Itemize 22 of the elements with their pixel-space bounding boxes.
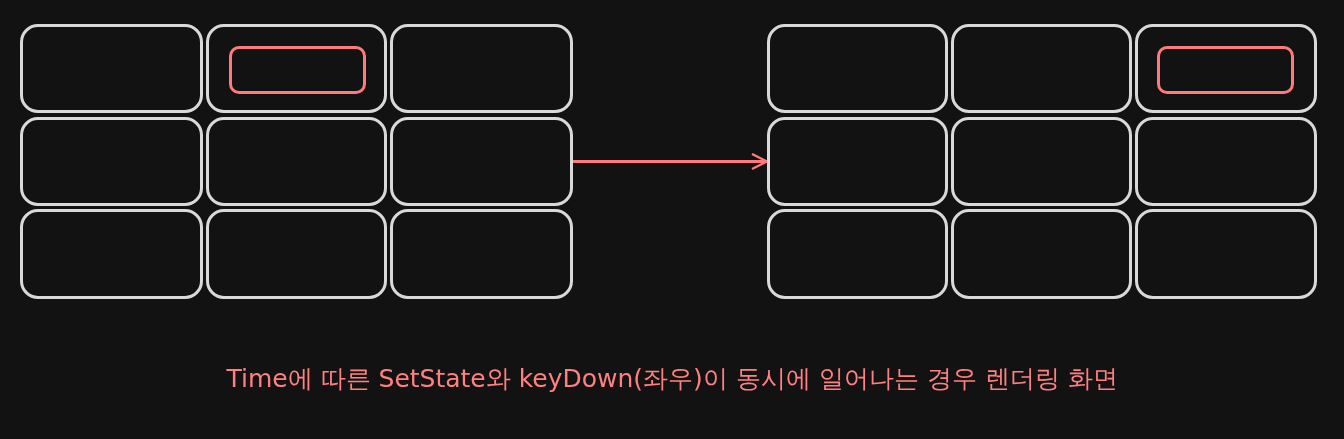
grid-cell <box>1135 117 1317 206</box>
grid-cell <box>390 209 573 299</box>
grid-cell <box>767 117 948 206</box>
highlight-box <box>1157 46 1294 94</box>
grid-cell <box>951 209 1132 299</box>
grid-cell <box>206 24 387 113</box>
arrow <box>571 152 769 171</box>
grid-cell <box>206 209 387 299</box>
caption: Time에 따른 SetState와 keyDown(좌우)이 동시에 일어나는 경우 렌더링 화면 <box>226 363 1118 395</box>
grid-cell <box>767 24 948 113</box>
grid-cell <box>390 24 573 113</box>
grid-cell <box>1135 24 1317 113</box>
grid-cell <box>390 117 573 206</box>
grid-cell <box>20 24 203 113</box>
grid-cell <box>1135 209 1317 299</box>
grid-cell <box>20 209 203 299</box>
highlight-box <box>229 46 366 94</box>
grid-cell <box>767 209 948 299</box>
grid-cell <box>951 24 1132 113</box>
grid-cell <box>951 117 1132 206</box>
grid-cell <box>206 117 387 206</box>
grid-cell <box>20 117 203 206</box>
